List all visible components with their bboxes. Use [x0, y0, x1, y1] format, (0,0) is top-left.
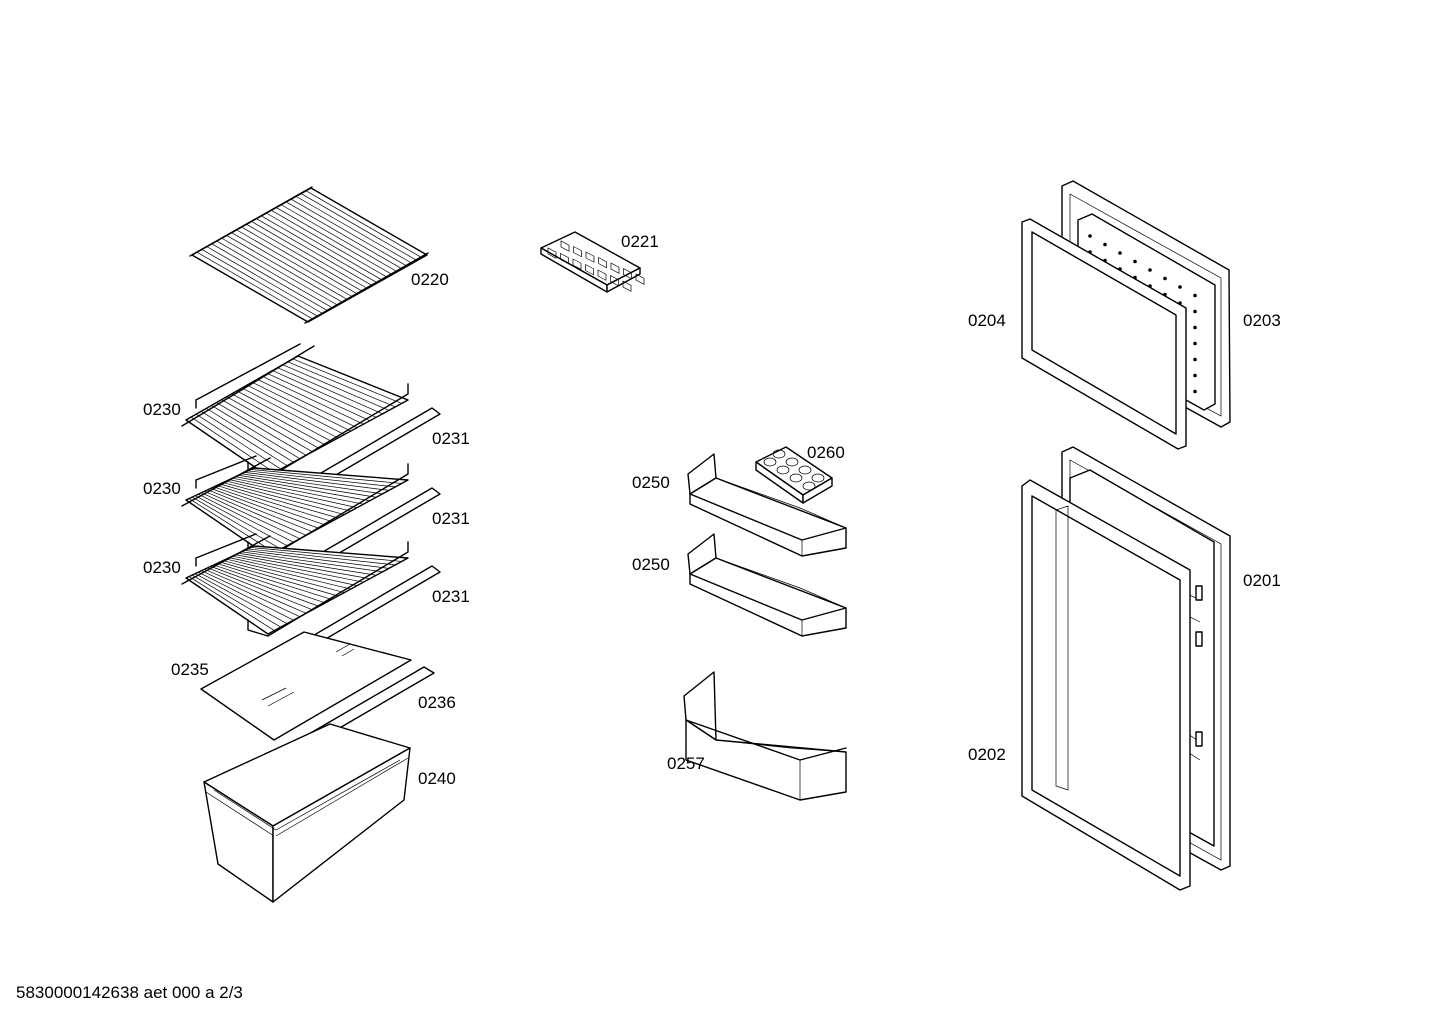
label-0260: 0260 [807, 443, 845, 462]
label-0250-upper: 0250 [632, 473, 670, 492]
label-0203: 0203 [1243, 311, 1281, 330]
label-0230-top: 0230 [143, 400, 181, 419]
egg-tray-0260 [755, 446, 833, 504]
crisper-drawer-0240 [203, 723, 411, 903]
glass-plate-0235 [200, 631, 412, 741]
ice-cube-tray-0221 [540, 231, 645, 293]
label-0201: 0201 [1243, 571, 1281, 590]
door-rack-2 [687, 533, 847, 637]
label-0257: 0257 [667, 754, 705, 773]
label-0230-bottom: 0230 [143, 558, 181, 577]
label-0230-middle: 0230 [143, 479, 181, 498]
bottle-rack-0257 [683, 671, 847, 801]
label-0250-lower: 0250 [632, 555, 670, 574]
label-0231-top: 0231 [432, 429, 470, 448]
label-0236: 0236 [418, 693, 456, 712]
wire-shelf-0220 [189, 186, 429, 324]
label-0231-bottom: 0231 [432, 587, 470, 606]
fridge-gasket-0202 [1021, 479, 1191, 891]
label-0221: 0221 [621, 232, 659, 251]
shelf-set-3 [181, 533, 441, 659]
label-0240: 0240 [418, 769, 456, 788]
glass-shelf-assemblies [181, 343, 441, 659]
freezer-gasket-0204 [1021, 218, 1187, 450]
label-0235: 0235 [171, 660, 209, 679]
label-0231-middle: 0231 [432, 509, 470, 528]
label-0204: 0204 [968, 311, 1006, 330]
document-code: 5830000142638 aet 000 a 2/3 [16, 983, 243, 1002]
label-0202: 0202 [968, 745, 1006, 764]
door-racks-0250 [687, 453, 847, 637]
door-rack-1 [687, 453, 847, 557]
label-0220: 0220 [411, 270, 449, 289]
